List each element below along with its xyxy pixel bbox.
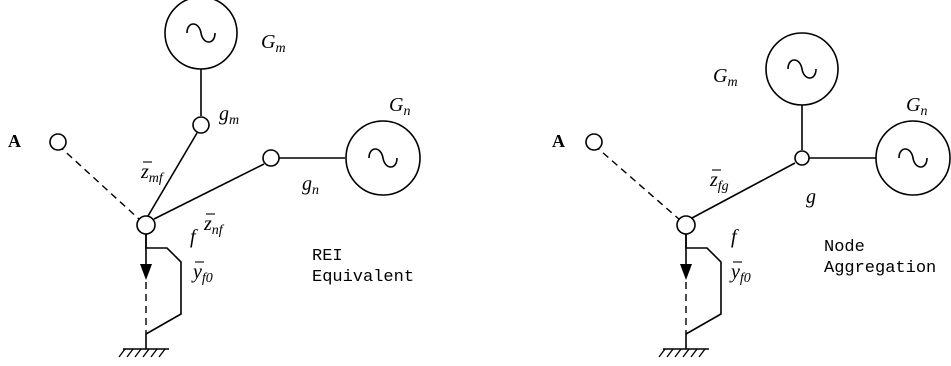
caption-line-1: REI (312, 247, 343, 266)
point-a-node (585, 133, 603, 151)
label-y-f0: yf0 (191, 261, 213, 286)
node-f (676, 215, 696, 235)
label-Gn: Gn (389, 94, 410, 119)
ground-icon (118, 348, 170, 358)
label-Gm: Gm (261, 31, 286, 56)
caption-line-2: Aggregation (824, 259, 936, 278)
label-y-f0: yf0 (729, 261, 751, 286)
node-gn (262, 149, 280, 167)
label-z-mf: zmf (140, 161, 165, 186)
caption-line-2: Equivalent (312, 268, 414, 287)
generator-gm (765, 32, 839, 106)
label-Gm: Gm (713, 65, 738, 90)
point-a-label: A (8, 131, 21, 151)
label-gm: gm (219, 103, 239, 128)
node-aggregation-diagram: A Gm Gn g f zfg yf0 Node Aggregation (552, 32, 951, 358)
node-f (136, 215, 156, 235)
line-f-gn (153, 163, 265, 220)
shunt-branch (685, 233, 722, 349)
current-arrow-head (140, 264, 152, 280)
dashed-connection-a-f (593, 144, 681, 221)
point-a-node (49, 133, 67, 151)
shunt-branch (145, 233, 182, 349)
point-a-label: A (552, 131, 565, 151)
generator-gn (345, 120, 421, 196)
svg-text:yf0: yf0 (191, 261, 213, 286)
label-z-fg: zfg (709, 169, 729, 194)
svg-text:yf0: yf0 (729, 261, 751, 286)
node-g (794, 150, 810, 166)
label-Gn: Gn (906, 94, 927, 119)
rei-equivalent-diagram: A Gm Gn gm gn f zmf znf yf0 REI Equivale… (8, 0, 421, 358)
dashed-connection-a-f (57, 144, 141, 221)
caption-line-1: Node (824, 238, 865, 257)
line-f-gm (147, 132, 198, 217)
generator-gm (164, 0, 238, 70)
svg-text:znf: znf (203, 213, 225, 238)
label-f: f (731, 226, 739, 248)
node-gm (192, 116, 210, 134)
current-arrow-head (680, 264, 692, 280)
label-f: f (190, 226, 198, 248)
label-z-nf: znf (203, 213, 225, 238)
svg-text:zfg: zfg (709, 169, 729, 194)
svg-text:zmf: zmf (140, 161, 165, 186)
generator-gn (875, 120, 951, 196)
ground-icon (658, 348, 710, 358)
label-gn: gn (302, 173, 319, 198)
label-g: g (806, 186, 816, 208)
line-f-g (691, 162, 796, 219)
